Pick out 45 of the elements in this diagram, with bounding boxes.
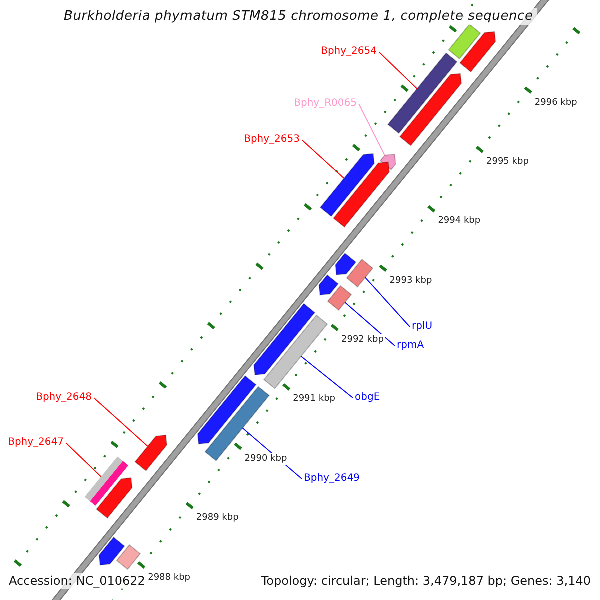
leader-line xyxy=(358,104,386,156)
scale-label: 2988 kbp xyxy=(147,572,192,584)
gene-feature xyxy=(399,73,462,146)
gene-feature xyxy=(197,375,257,445)
leader-line xyxy=(302,140,345,179)
gene-feature xyxy=(318,274,340,296)
scale-label: 2991 kbp xyxy=(292,393,336,406)
scale-label: 2994 kbp xyxy=(437,215,482,228)
gene-feature xyxy=(204,386,270,462)
gene-label: Bphy_2647 xyxy=(8,437,64,449)
scale-label: 2993 kbp xyxy=(388,274,434,287)
leader-line xyxy=(364,277,410,328)
scale-label: 2990 kbp xyxy=(244,452,288,465)
gene-label: Bphy_2649 xyxy=(304,473,360,485)
gene-label: obgE xyxy=(355,392,380,404)
gene-label: Bphy_R0065 xyxy=(294,98,357,110)
gene-feature xyxy=(84,456,129,506)
gene-feature xyxy=(459,31,496,73)
gene-feature xyxy=(98,536,126,566)
gene-feature xyxy=(116,544,142,570)
gene-label: Bphy_2653 xyxy=(244,134,300,146)
leader-line xyxy=(300,356,354,398)
gene-label: rpmA xyxy=(397,340,424,352)
gene-feature xyxy=(320,153,375,218)
scale-label: 2995 kbp xyxy=(486,156,530,168)
gene-feature xyxy=(96,478,133,519)
gene-feature xyxy=(387,52,458,134)
leader-line xyxy=(378,52,418,90)
gene-label: Bphy_2654 xyxy=(321,46,377,58)
leader-line xyxy=(94,398,148,447)
gene-feature xyxy=(448,24,482,60)
gene-feature xyxy=(335,252,357,276)
gene-feature xyxy=(263,314,328,390)
gene-label: rplU xyxy=(412,321,433,333)
scale-label: 2989 kbp xyxy=(195,512,240,524)
leader-line xyxy=(66,442,102,478)
leader-line xyxy=(344,302,396,346)
gene-label: Bphy_2648 xyxy=(36,392,92,404)
gene-feature xyxy=(254,303,316,376)
gene-feature xyxy=(134,434,168,472)
gene-feature xyxy=(327,285,352,312)
scale-label: 2996 kbp xyxy=(534,96,578,109)
gene-feature xyxy=(333,162,390,228)
scale-label: 2992 kbp xyxy=(340,334,385,346)
gene-feature xyxy=(346,258,374,288)
